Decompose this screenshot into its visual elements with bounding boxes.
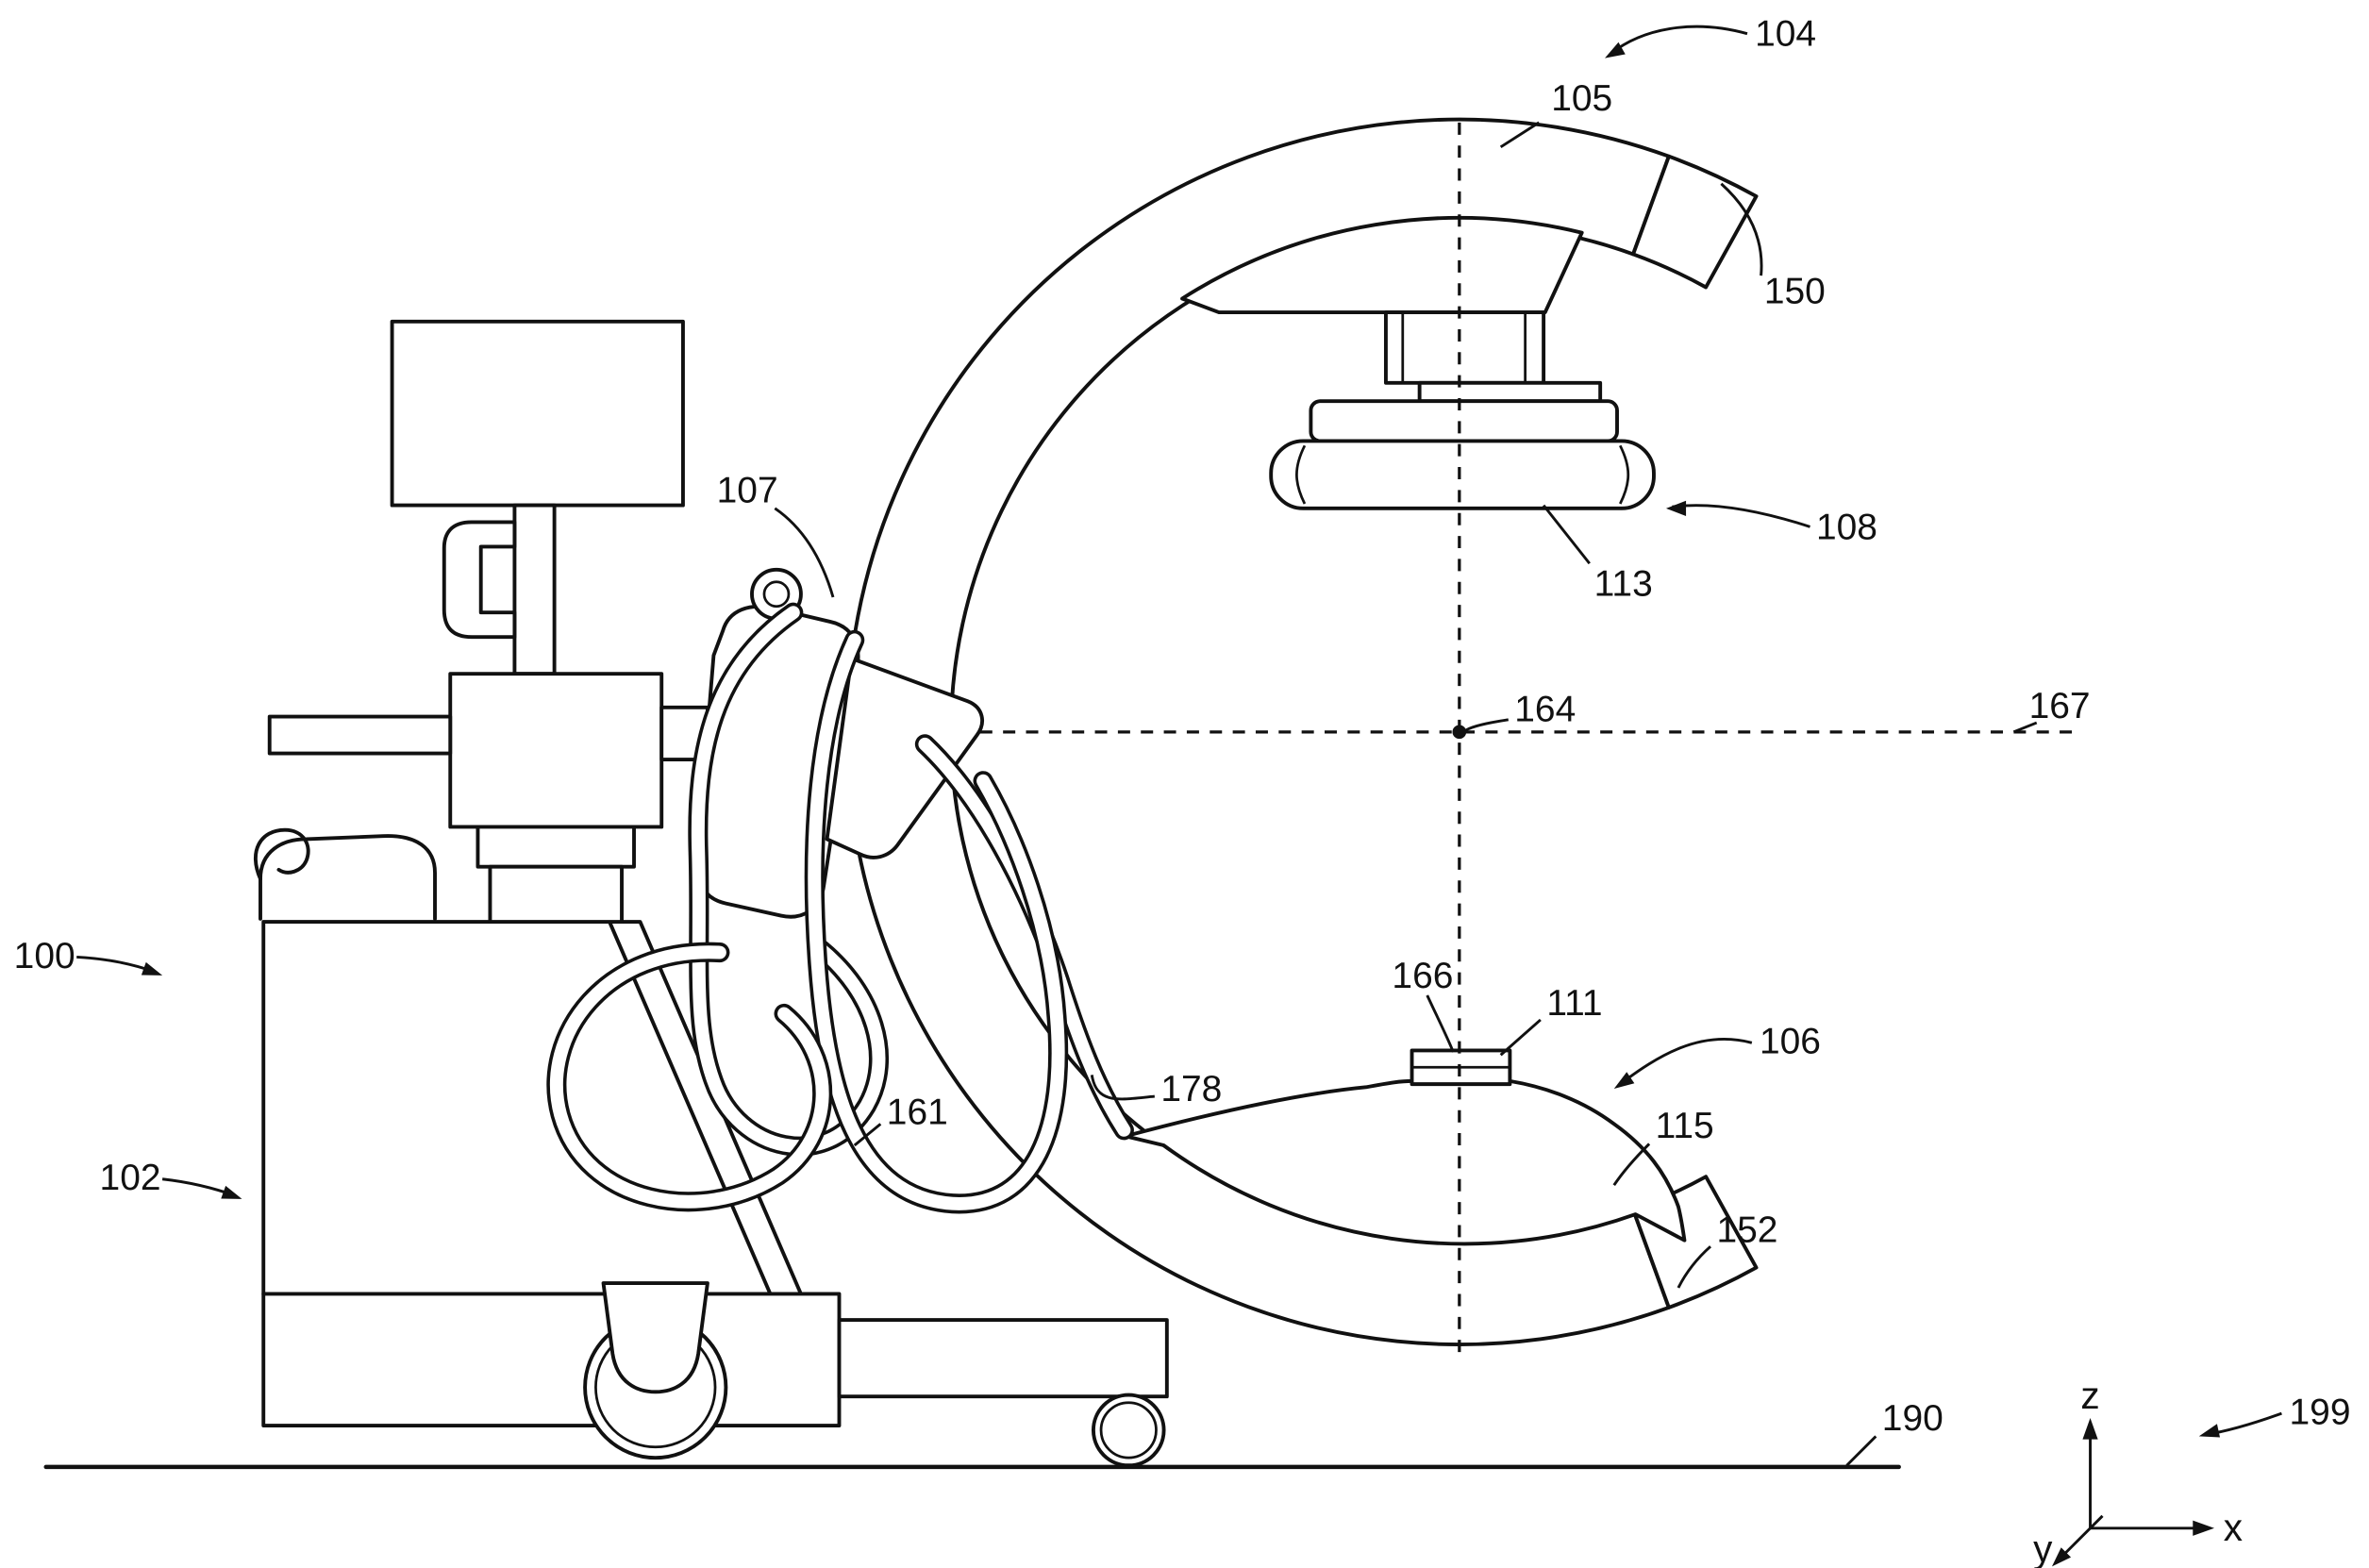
label-166: 166 xyxy=(1392,956,1453,996)
cable-loop-left-core xyxy=(691,606,886,1154)
leader-164 xyxy=(1464,718,1509,732)
label-167: 167 xyxy=(2029,686,2091,726)
detector-mount xyxy=(1180,215,1584,315)
detector-disc-end-curves xyxy=(1295,444,1630,505)
monitor xyxy=(390,319,685,508)
leader-lines xyxy=(76,25,2282,1467)
label-100: 100 xyxy=(14,936,75,976)
pedestal-lower xyxy=(488,864,624,925)
leader-178 xyxy=(1090,1075,1155,1101)
leader-166 xyxy=(1426,994,1455,1053)
leader-105 xyxy=(1499,121,1541,149)
label-152: 152 xyxy=(1717,1209,1778,1250)
side-bar xyxy=(267,714,453,756)
detector-crossbar xyxy=(1417,380,1603,404)
leader-190 xyxy=(1845,1435,1877,1467)
leader-167 xyxy=(2012,721,2038,734)
isocenter-dot xyxy=(1452,725,1467,740)
detector-column-detail xyxy=(1401,312,1527,383)
label-115: 115 xyxy=(1656,1106,1714,1146)
pedestal-upper xyxy=(475,825,636,869)
detector-column xyxy=(1383,310,1546,385)
origin-tick xyxy=(2089,1514,2104,1529)
source-housing xyxy=(1124,1078,1687,1246)
cart-front-edge-line xyxy=(608,920,773,1296)
detector-plate xyxy=(1309,399,1619,443)
label-161: 161 xyxy=(887,1092,948,1132)
detector-disc xyxy=(1269,439,1656,510)
label-106: 106 xyxy=(1760,1022,1821,1062)
arrowhead-104 xyxy=(1605,42,1626,58)
cart-handle xyxy=(259,834,437,921)
cart-handle-hook xyxy=(254,827,310,881)
leader-161 xyxy=(853,1123,882,1147)
cart-base-extension xyxy=(837,1318,1169,1399)
front-caster-fork xyxy=(601,1281,709,1394)
leader-107 xyxy=(774,507,835,598)
leader-104 xyxy=(1610,25,1748,55)
support-body xyxy=(694,604,860,919)
arrowhead-108 xyxy=(1665,500,1687,516)
leader-152 xyxy=(1677,1245,1711,1289)
label-190: 190 xyxy=(1882,1398,1944,1439)
leader-111 xyxy=(1499,1018,1542,1057)
support-knob-inner xyxy=(762,580,791,609)
y-axis-arrowhead xyxy=(2051,1547,2072,1567)
crosshair xyxy=(979,122,2083,1358)
label-164: 164 xyxy=(1514,689,1576,729)
label-107: 107 xyxy=(717,470,778,510)
y-axis-label: y xyxy=(2033,1527,2053,1568)
leader-106 xyxy=(1619,1038,1753,1086)
x-axis-label: x xyxy=(2224,1506,2243,1549)
labels: 100 102 104 105 150 107 108 113 164 167 … xyxy=(14,14,2351,1439)
z-axis-arrowhead xyxy=(2082,1417,2098,1440)
leader-115 xyxy=(1612,1143,1651,1187)
x-axis-arrowhead xyxy=(2193,1520,2214,1536)
label-102: 102 xyxy=(100,1158,161,1198)
cable-cart-loop-core xyxy=(550,945,829,1209)
label-178: 178 xyxy=(1160,1069,1222,1109)
label-105: 105 xyxy=(1551,78,1612,119)
rear-wheel-hub xyxy=(1099,1401,1158,1460)
cables xyxy=(546,602,1134,1214)
label-150: 150 xyxy=(1764,271,1826,311)
arrowhead-102 xyxy=(221,1185,242,1199)
joint-box xyxy=(448,672,664,829)
arrowhead-106 xyxy=(1613,1072,1635,1089)
arrowhead-100 xyxy=(141,961,163,976)
label-108: 108 xyxy=(1816,507,1877,547)
label-104: 104 xyxy=(1755,14,1816,55)
leader-108 xyxy=(1672,504,1810,528)
cart xyxy=(254,319,1169,1468)
monitor-clamp xyxy=(442,520,517,640)
label-113: 113 xyxy=(1594,563,1653,604)
label-199: 199 xyxy=(2290,1392,2351,1432)
leader-113 xyxy=(1542,504,1591,565)
axis-triad: z x y xyxy=(2033,1374,2243,1568)
support-clamp-wedge xyxy=(825,656,984,859)
detector-assembly xyxy=(1180,215,1656,510)
monitor-stem xyxy=(512,503,557,676)
label-111: 111 xyxy=(1546,983,1602,1024)
arrowhead-199 xyxy=(2198,1424,2221,1438)
leader-150 xyxy=(1720,182,1763,276)
rear-wheel xyxy=(1091,1393,1166,1468)
cable-loop-right-core xyxy=(808,633,1065,1210)
z-axis-label: z xyxy=(2080,1374,2099,1417)
cart-base xyxy=(261,1292,842,1428)
